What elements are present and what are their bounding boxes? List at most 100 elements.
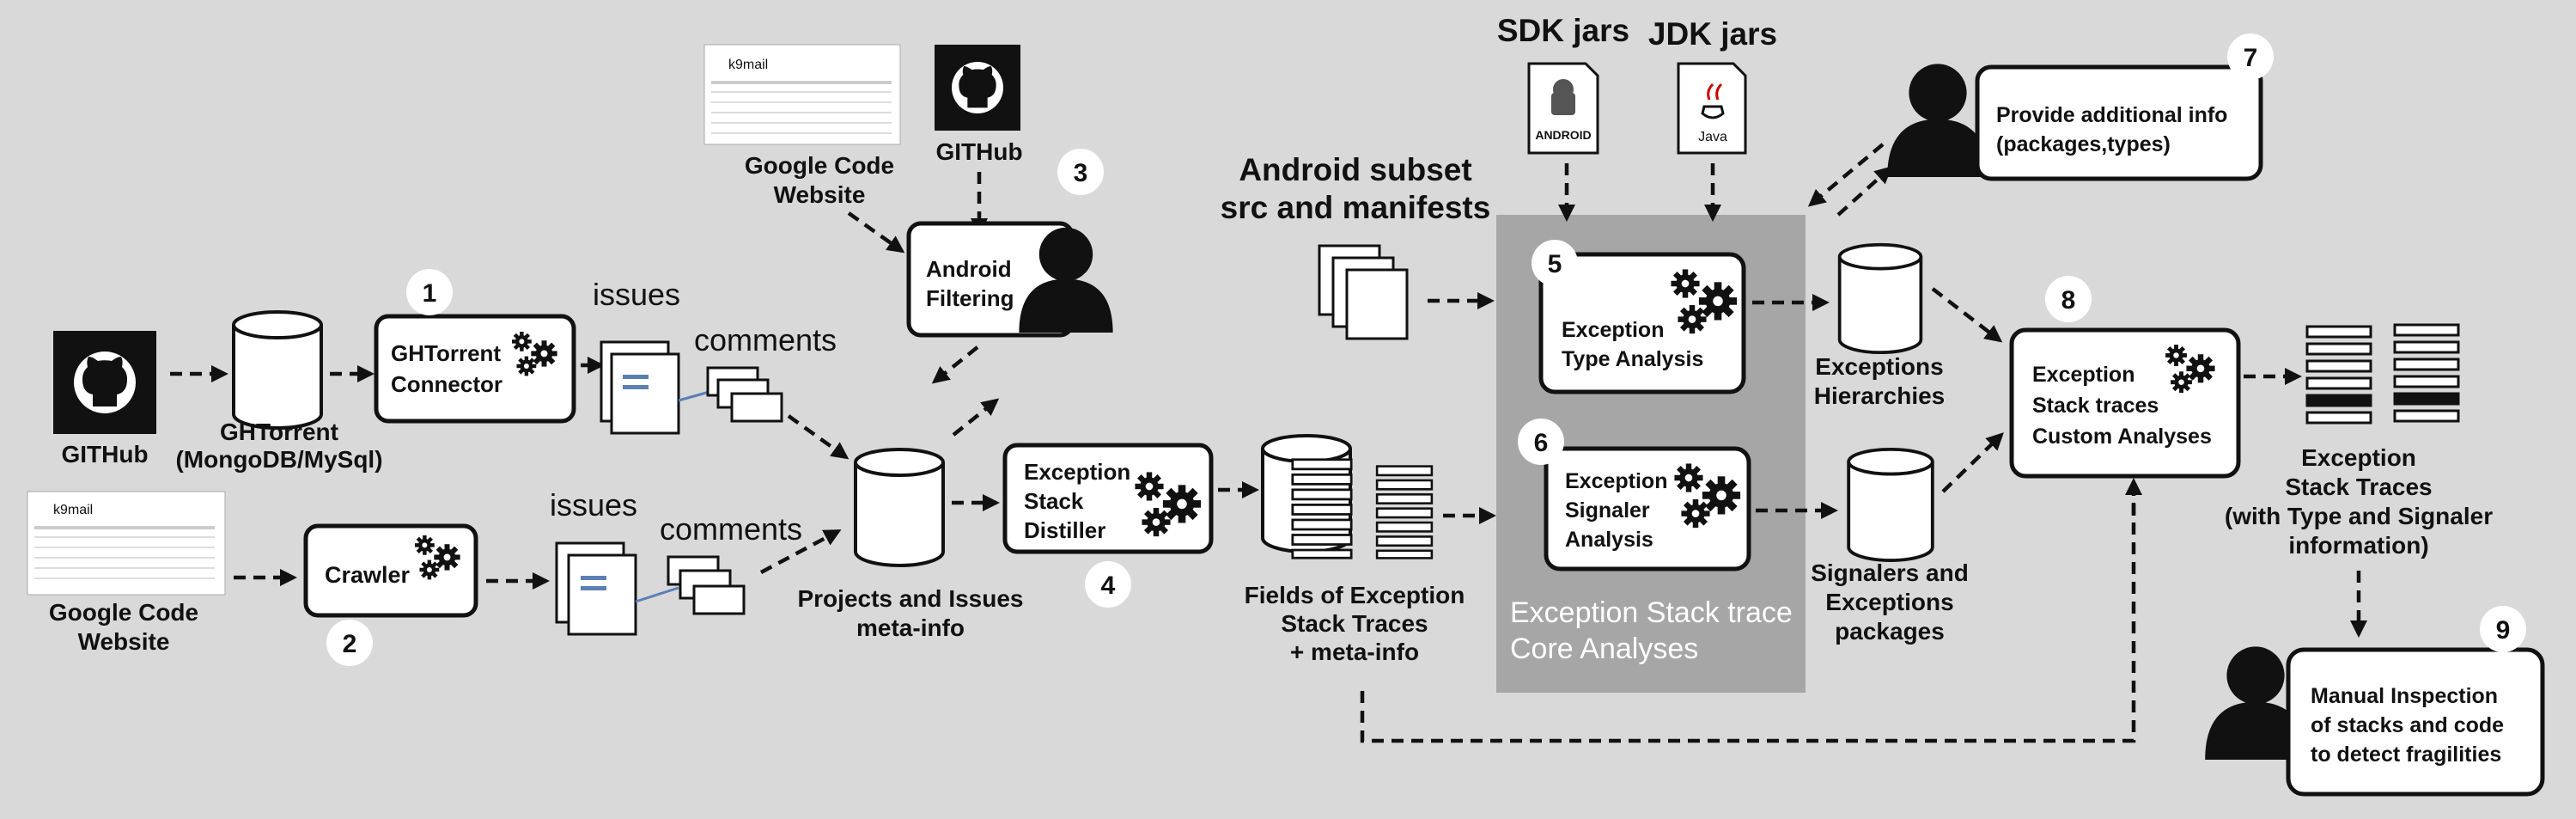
projects-database-icon (854, 448, 945, 567)
additional-info-box (1975, 64, 2263, 181)
arrow-hierarchies-to-custom (1931, 287, 2003, 343)
signalers-label-3: packages (1835, 618, 1945, 645)
issue-comment-link (635, 586, 679, 603)
badge-4: 4 (1085, 561, 1131, 608)
source-files-icon (1318, 244, 1409, 340)
manual-inspection-box (2286, 647, 2545, 797)
android-filtering-label-1: Android (926, 256, 1012, 282)
fields-label-2: Stack Traces (1281, 610, 1428, 637)
additional-info-label-1: Provide additional info (1996, 103, 2227, 127)
comments-top-label: comments (694, 322, 837, 358)
projects-issues-label-1: Projects and Issues (797, 585, 1023, 612)
projects-issues-label-2: meta-info (856, 614, 965, 641)
issues-bottom-icon (555, 541, 637, 636)
signaler-analysis-label-1: Exception (1565, 469, 1667, 493)
github-2-label: GITHub (935, 138, 1022, 165)
arrow-filtering-to-projects (931, 345, 979, 384)
custom-analyses-label-2: Stack traces (2032, 394, 2159, 418)
output-label-3: (with Type and Signaler (2225, 503, 2493, 529)
github-logo-icon (53, 331, 156, 434)
hierarchies-label-2: Hierarchies (1814, 382, 1946, 409)
svg-text:4: 4 (1101, 571, 1116, 600)
github-logo-icon (935, 45, 1020, 131)
ghtorrent-db-label-2: (MongoDB/MySql) (175, 446, 382, 473)
android-subset-label-1: Android subset (1239, 152, 1471, 187)
crawler-box (303, 523, 478, 618)
fields-label-1: Fields of Exception (1245, 582, 1465, 608)
badge-3: 3 (1057, 149, 1104, 195)
arrow-packages-to-custom (1941, 432, 2004, 493)
issues-top-label: issues (593, 277, 680, 312)
output-label-2: Stack Traces (2285, 474, 2432, 500)
badge-9: 9 (2480, 606, 2526, 652)
svg-text:1: 1 (423, 279, 437, 308)
svg-text:Java: Java (1698, 130, 1727, 144)
comments-bottom-icon (667, 555, 746, 615)
person-icon (1887, 64, 1988, 177)
svg-text:7: 7 (2244, 44, 2258, 72)
ghtorrent-db-label-1: GHTorrent (220, 419, 338, 445)
packages-database-icon (1847, 447, 1934, 562)
svg-text:6: 6 (1534, 429, 1549, 457)
jdk-jars-label: JDK jars (1648, 16, 1777, 52)
signalers-label-2: Exceptions (1825, 589, 1953, 615)
output-label-4: information) (2288, 532, 2428, 559)
stack-trace-lines-icon (1291, 458, 1434, 559)
android-filtering-label-2: Filtering (926, 285, 1014, 311)
arrow-comments-bottom-to-projects (759, 529, 842, 574)
android-subset-label-2: src and manifests (1221, 190, 1491, 225)
arrow-projects-to-filtering (952, 398, 1000, 437)
arrow-core-to-info (1836, 166, 1893, 217)
signaler-analysis-label-3: Analysis (1565, 528, 1653, 552)
arrow-googlecode-to-filtering (847, 211, 905, 254)
svg-text:5: 5 (1548, 250, 1562, 278)
stack-distiller-label-1: Exception (1024, 459, 1130, 485)
arrow-info-to-core (1807, 143, 1885, 207)
issues-bottom-label: issues (550, 487, 637, 523)
badge-6: 6 (1518, 419, 1564, 465)
output-label-1: Exception (2301, 444, 2416, 471)
ghtorrent-connector-label-1: GHTorrent (391, 340, 501, 366)
svg-text:9: 9 (2496, 616, 2511, 645)
type-analysis-label-1: Exception (1562, 318, 1664, 342)
core-analyses-label-1: Exception Stack trace (1510, 596, 1793, 629)
type-analysis-label-2: Type Analysis (1562, 347, 1703, 371)
additional-info-label-2: (packages,types) (1996, 132, 2171, 156)
google-code-2-label-2: Website (774, 181, 866, 208)
crawler-label: Crawler (325, 562, 411, 588)
output-stack-traces-icon (2305, 323, 2460, 425)
stack-distiller-label-2: Stack (1024, 488, 1084, 514)
signaler-analysis-label-2: Signaler (1565, 498, 1650, 523)
signalers-label-1: Signalers and (1811, 559, 1969, 586)
google-code-2-label-1: Google Code (745, 152, 894, 179)
google-code-screenshot-2: k9mail (703, 44, 901, 145)
hierarchies-label-1: Exceptions (1815, 353, 1943, 380)
badge-2: 2 (326, 620, 373, 666)
badge-8: 8 (2045, 276, 2092, 322)
stack-distiller-label-3: Distiller (1024, 517, 1105, 543)
badge-1: 1 (406, 269, 453, 315)
svg-text:ANDROID: ANDROID (1535, 128, 1591, 142)
java-jar-icon: Java (1677, 62, 1747, 155)
sdk-jars-label: SDK jars (1497, 13, 1629, 48)
issues-top-icon (600, 340, 680, 435)
badge-7: 7 (2227, 34, 2274, 80)
arrow-comments-to-projects (787, 414, 850, 460)
svg-text:3: 3 (1074, 159, 1088, 187)
fields-label-3: + meta-info (1290, 639, 1419, 665)
custom-analyses-box (2009, 327, 2241, 479)
custom-analyses-label-3: Custom Analyses (2032, 425, 2212, 449)
manual-inspection-label-2: of stacks and code (2311, 713, 2504, 737)
google-code-screenshot-1: k9mail (27, 491, 226, 596)
badge-5: 5 (1532, 240, 1578, 286)
google-code-1-label-2: Website (78, 628, 170, 655)
ghtorrent-connector-label-2: Connector (391, 371, 502, 397)
svg-text:2: 2 (343, 630, 357, 658)
manual-inspection-label-3: to detect fragilities (2311, 743, 2501, 767)
custom-analyses-label-1: Exception (2032, 363, 2134, 387)
android-jar-icon: ANDROID (1527, 62, 1599, 155)
svg-text:k9mail: k9mail (53, 503, 93, 517)
ghtorrent-database-icon (232, 310, 323, 430)
arrow-fields-to-custom-loop (1360, 488, 2136, 743)
